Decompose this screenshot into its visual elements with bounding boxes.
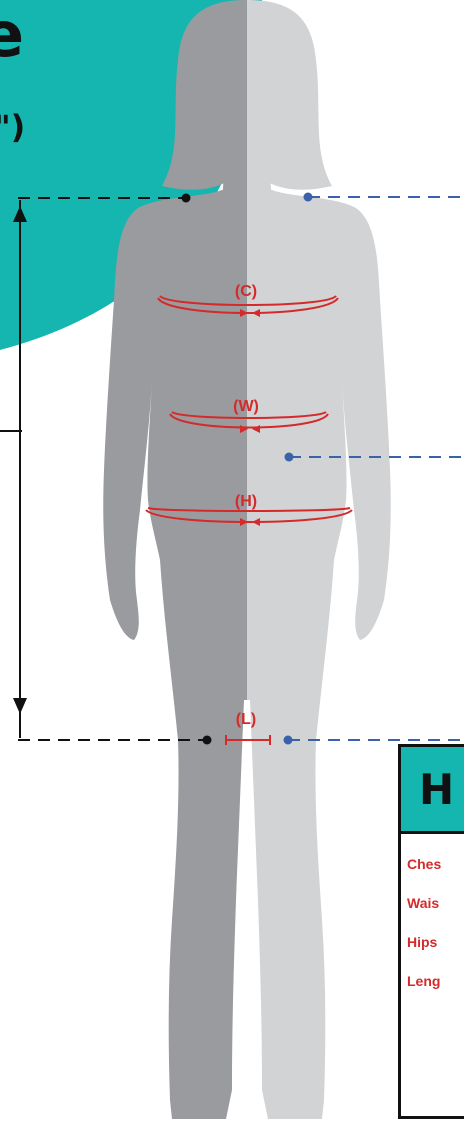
arrow-down-icon <box>13 698 27 714</box>
howto-item-length: Leng <box>407 973 440 989</box>
howto-item-waist: Wais <box>407 895 439 911</box>
hips-label: (H) <box>226 493 266 511</box>
length-label: (L) <box>226 711 266 729</box>
waist-label: (W) <box>226 398 266 416</box>
how-to-measure-box: H Ches Wais Hips Leng <box>398 744 464 1119</box>
how-to-measure-header: H <box>401 747 464 834</box>
how-to-measure-title: H <box>419 765 454 814</box>
page-subtitle-fragment: ") <box>0 108 25 146</box>
howto-item-hips: Hips <box>407 934 437 950</box>
page-title-fragment: e <box>0 0 24 71</box>
howto-item-chest: Ches <box>407 856 441 872</box>
chest-label: (C) <box>226 283 266 301</box>
